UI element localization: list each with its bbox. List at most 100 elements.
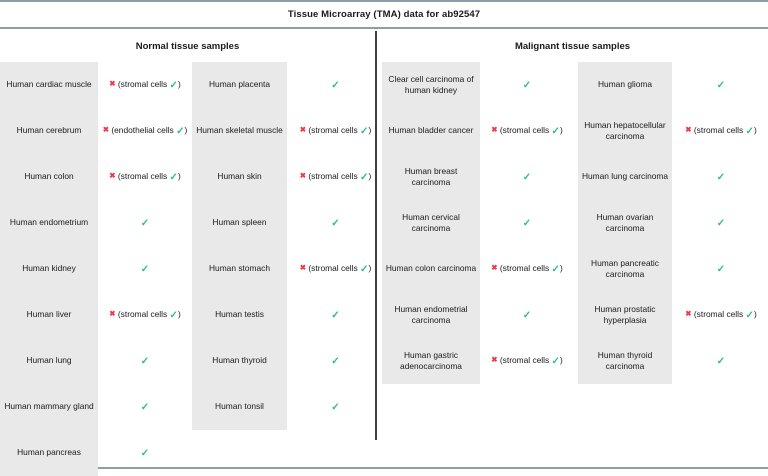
tissue-name: Human cardiac muscle [6,79,92,90]
tissue-row: Human cervical carcinoma✓ [382,200,572,246]
check-icon: ✓ [551,264,560,276]
result-note-text: (stromal cells [308,263,361,274]
result-note-close: ) [559,355,563,366]
check-icon: ✓ [360,126,369,138]
cross-icon: ✖ [299,263,307,273]
check-icon: ✓ [331,309,340,321]
staining-result: ✓ [672,79,768,92]
column-malignant-right: Human glioma ✓ Human hepatocellular carcin… [578,62,768,384]
staining-result: ✖ (stromal cells ✓) [98,78,190,92]
staining-result: ✖ (stromal cells ✓) [98,308,190,322]
staining-result: ✖ (stromal cells ✓) [287,124,382,138]
cross-icon: ✖ [109,79,116,89]
tissue-row: Human ovarian carcinoma ✓ [578,200,768,246]
column-normal-left: Human cardiac muscle✖ (stromal cells ✓)H… [0,62,190,476]
tissue-name: Human gastric adenocarcinoma [400,349,462,372]
tissue-name: Human pancreas [17,447,81,458]
staining-result: ✓ [287,309,382,322]
tissue-row: Human hepatocellular carcinoma✖ (stromal… [578,108,768,154]
result-note-close: ) [368,263,372,274]
result-note-text: (stromal cells [117,79,170,90]
tissue-name: Human cerebrum [16,125,82,136]
tissue-row: Human endometrium✓ [0,200,190,246]
cross-icon: ✖ [109,309,116,319]
tissue-row: Human skeletal muscle ✖ (stromal cells ✓) [192,108,382,154]
cross-icon: ✖ [299,125,307,135]
result-note-close: ) [177,309,181,320]
tissue-name: Human stomach [209,263,270,274]
staining-result: ✖ (stromal cells ✓) [287,262,382,276]
column-shade [0,62,98,476]
cross-icon: ✖ [685,309,692,319]
staining-result: ✖ (endothelial cells ✓) [98,124,190,138]
check-icon: ✓ [716,263,726,275]
column-rows: Clear cell carcinoma of human kidney✓ Hum… [382,62,572,384]
tissue-row: Human liver ✖ (stromal cells ✓) [0,292,190,338]
section-header-normal: Normal tissue samples [0,31,375,61]
staining-result: ✓ [672,355,768,368]
staining-result: ✓ [480,217,572,230]
result-note-close: ) [177,79,181,90]
tissue-name: Human lung [26,355,72,366]
tissue-row: Human cerebrum ✖ (endothelial cells ✓) [0,108,190,154]
result-note-close: ) [184,125,188,136]
column-rows: Human placenta✓Human skeletal muscle✖ (s… [192,62,382,430]
staining-result: ✖ (stromal cells ✓) [672,308,768,322]
tissue-row: Human breast carcinoma✓ [382,154,572,200]
result-note-close: ) [177,171,181,182]
tissue-name: Human testis [215,309,264,320]
column-normal-right: Human placenta✓Human skeletal muscle✖ (s… [192,62,382,430]
tissue-name: Human glioma [598,79,652,90]
staining-result: ✓ [98,401,190,414]
staining-result: ✓ [480,309,572,322]
tissue-row: Human mammary gland✓ [0,384,190,430]
result-note-close: ) [368,171,372,182]
column-shade [382,62,480,384]
result-note-text: (stromal cells [693,309,746,320]
staining-result: ✓ [98,447,190,460]
check-icon: ✓ [331,355,340,367]
tissue-row: Human stomach ✖ (stromal cells ✓) [192,246,382,292]
column-shade [192,62,287,430]
check-icon: ✓ [522,171,532,183]
tissue-row: Human cardiac muscle ✖ (stromal cells ✓) [0,62,190,108]
section-header-malignant: Malignant tissue samples [377,31,768,61]
tissue-name: Human thyroid carcinoma [597,349,653,372]
cross-icon: ✖ [102,125,110,135]
tissue-row: Human spleen✓ [192,200,382,246]
staining-result: ✓ [98,217,190,230]
check-icon: ✓ [522,309,532,321]
staining-result: ✓ [672,263,768,276]
tissue-name: Human liver [26,309,72,320]
staining-result: ✓ [672,171,768,184]
staining-result: ✓ [287,401,382,414]
tissue-row: Human gastric adenocarcinoma✖ (stromal c… [382,338,572,384]
tissue-row: Human lung ✓ [0,338,190,384]
staining-result: ✓ [287,355,382,368]
staining-result: ✓ [287,217,382,230]
figure-title-band: Tissue Microarray (TMA) data for ab92547 [0,2,768,29]
tissue-row: Human endometrial carcinoma✓ [382,292,572,338]
staining-result: ✖ (stromal cells ✓) [672,124,768,138]
result-note-text: (stromal cells [117,171,170,182]
check-icon: ✓ [331,79,340,91]
tissue-name: Human colon [24,171,74,182]
staining-result: ✓ [672,217,768,230]
cross-icon: ✖ [491,125,498,135]
tissue-name: Human ovarian carcinoma [596,211,654,234]
result-note-text: (stromal cells [693,125,746,136]
check-icon: ✓ [522,79,532,91]
check-icon: ✓ [140,355,150,367]
tissue-row: Human colon carcinoma✖ (stromal cells ✓) [382,246,572,292]
check-icon: ✓ [140,401,150,413]
tissue-row: Human colon✖ (stromal cells ✓) [0,154,190,200]
check-icon: ✓ [716,171,726,183]
tissue-row: Clear cell carcinoma of human kidney✓ [382,62,572,108]
check-icon: ✓ [551,126,560,138]
staining-result: ✓ [480,79,572,92]
tissue-name: Human skin [217,171,262,182]
tissue-name: Human skeletal muscle [196,125,283,136]
staining-result: ✖ (stromal cells ✓) [287,170,382,184]
result-note-close: ) [368,125,372,136]
cross-icon: ✖ [491,355,498,365]
